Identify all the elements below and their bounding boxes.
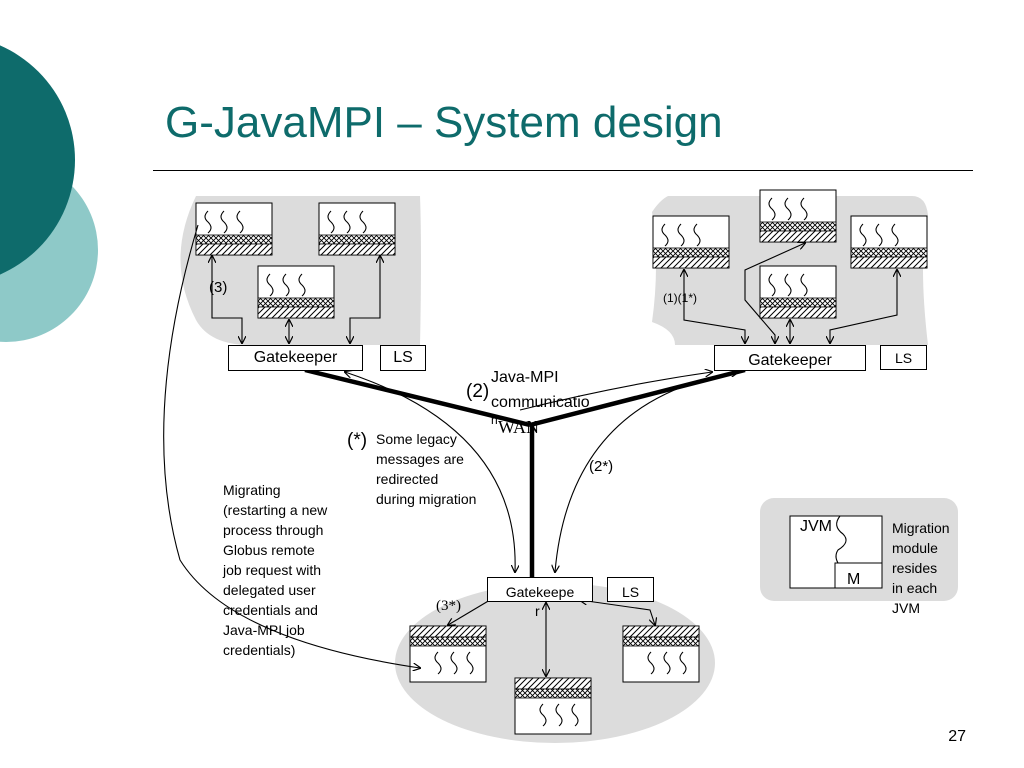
right-node-2 xyxy=(759,189,837,243)
legend-line-1: Migration xyxy=(892,520,950,536)
legend-line-3: resides xyxy=(892,560,938,576)
left-node-1 xyxy=(195,202,273,256)
step-2-label: (2) xyxy=(466,381,490,402)
legend-line-4: in each xyxy=(892,580,938,596)
step-3star-label: (3*) xyxy=(436,598,461,614)
bottom-node-1 xyxy=(409,625,487,683)
bottom-gatekeeper-wrap: r xyxy=(535,603,540,619)
legacy-line-4: during migration xyxy=(376,491,477,507)
legend-module-label: M xyxy=(847,571,861,588)
left-node-2 xyxy=(318,202,396,256)
step-2star-label: (2*) xyxy=(589,458,614,475)
migrating-line-1: Migrating xyxy=(223,482,281,498)
legend-line-5: JVM xyxy=(892,600,920,616)
step-1-label: (1)(1*) xyxy=(663,291,698,305)
migrating-line-3: process through xyxy=(223,522,324,538)
left-node-3 xyxy=(257,265,335,319)
right-node-4 xyxy=(759,265,837,319)
page-number: 27 xyxy=(948,728,966,745)
comm-line-3: n xyxy=(491,413,498,427)
wan-label: WAN xyxy=(498,417,539,437)
dark-circle xyxy=(0,45,75,275)
bottom-node-2 xyxy=(622,625,700,683)
legacy-note: Some legacy messages are redirected duri… xyxy=(376,429,476,509)
right-node-3 xyxy=(850,215,928,269)
legend-module-box xyxy=(834,562,883,589)
decorative-circles xyxy=(0,45,98,342)
migrating-note: Migrating (restarting a new process thro… xyxy=(223,480,327,660)
step-3-label: (3) xyxy=(209,279,228,296)
migrating-line-6: delegated user xyxy=(223,582,316,598)
bottom-node-3 xyxy=(514,677,592,735)
slide-title: G-JavaMPI – System design xyxy=(165,98,723,147)
legacy-line-3: redirected xyxy=(376,471,439,487)
comm-line-2: communicatio xyxy=(491,394,590,411)
comm-line-1: Java-MPI xyxy=(491,369,559,386)
right-node-1 xyxy=(652,215,730,269)
bottom-ls: LS xyxy=(607,577,654,602)
migrating-line-9: credentials) xyxy=(223,642,296,658)
legend-jvm-label: JVM xyxy=(800,518,832,535)
right-ls: LS xyxy=(880,345,927,370)
right-gatekeeper: Gatekeeper xyxy=(714,345,866,371)
legend-note: Migration module resides in each JVM xyxy=(892,518,950,618)
legacy-marker: (*) xyxy=(347,430,368,451)
legacy-line-1: Some legacy xyxy=(376,431,457,447)
title-divider xyxy=(153,170,973,171)
migrating-line-4: Globus remote xyxy=(223,542,315,558)
migrating-line-7: credentials and xyxy=(223,602,318,618)
migrating-line-2: (restarting a new xyxy=(223,502,328,518)
legacy-line-2: messages are xyxy=(376,451,464,467)
left-gatekeeper: Gatekeeper xyxy=(228,345,363,371)
legend-line-2: module xyxy=(892,540,938,556)
left-ls: LS xyxy=(380,345,426,371)
migrating-line-8: Java-MPI job xyxy=(223,622,305,638)
migrating-line-5: job request with xyxy=(223,562,322,578)
bottom-gatekeeper: Gatekeepe xyxy=(487,577,593,602)
